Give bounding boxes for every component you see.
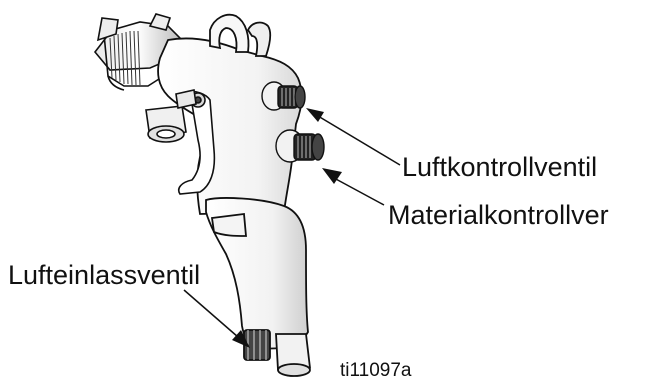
figure-id: ti11097a xyxy=(340,361,412,380)
fluid-control-knob xyxy=(276,130,324,162)
label-fluid-control-valve: Materialkontrollver xyxy=(388,202,609,229)
leader-fluid-control xyxy=(322,168,384,205)
trigger xyxy=(176,90,214,194)
fluid-nozzle xyxy=(146,106,186,142)
label-air-control-valve: Luftkontrollventil xyxy=(402,154,597,181)
label-air-inlet-valve: Lufteinlassventil xyxy=(8,262,200,289)
air-control-knob xyxy=(262,82,305,110)
gun-handle xyxy=(206,198,310,376)
